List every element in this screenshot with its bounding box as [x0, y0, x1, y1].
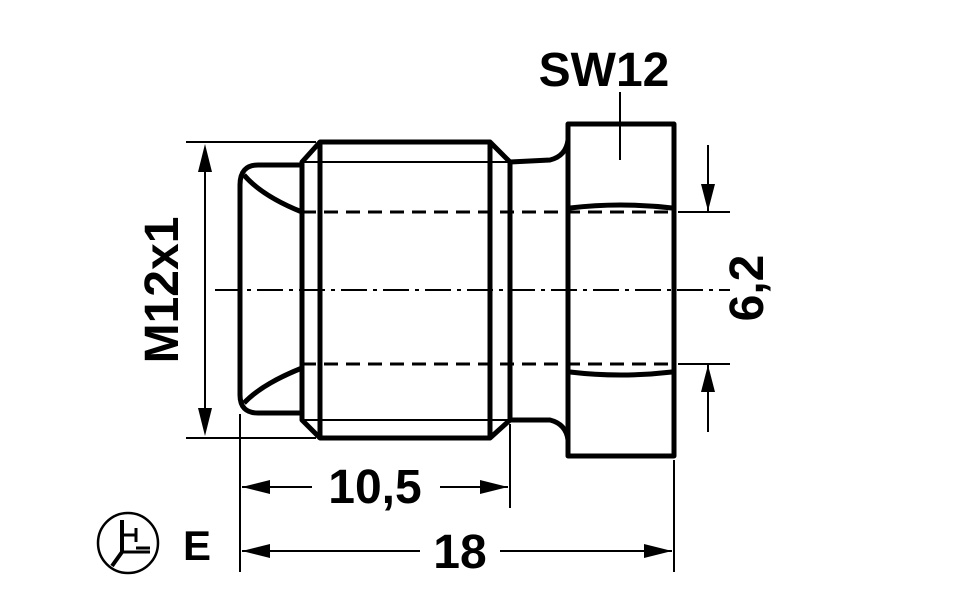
projection-letter: E: [183, 522, 211, 569]
total-length-dimension: [242, 460, 675, 572]
thread-diameter-dimension: [186, 141, 316, 439]
hex-height-dimension: [678, 145, 730, 432]
total-length-label: 18: [433, 526, 486, 579]
thread-label: M12x1: [136, 217, 189, 364]
thread-length-label: 10,5: [328, 461, 421, 514]
thread-length-dimension: [239, 414, 511, 572]
sw12-label: SW12: [539, 44, 670, 97]
neck: [509, 139, 571, 441]
hidden-lines: [302, 210, 672, 366]
hex-height-label: 6,2: [721, 255, 774, 322]
first-angle-projection-icon: [96, 511, 160, 575]
